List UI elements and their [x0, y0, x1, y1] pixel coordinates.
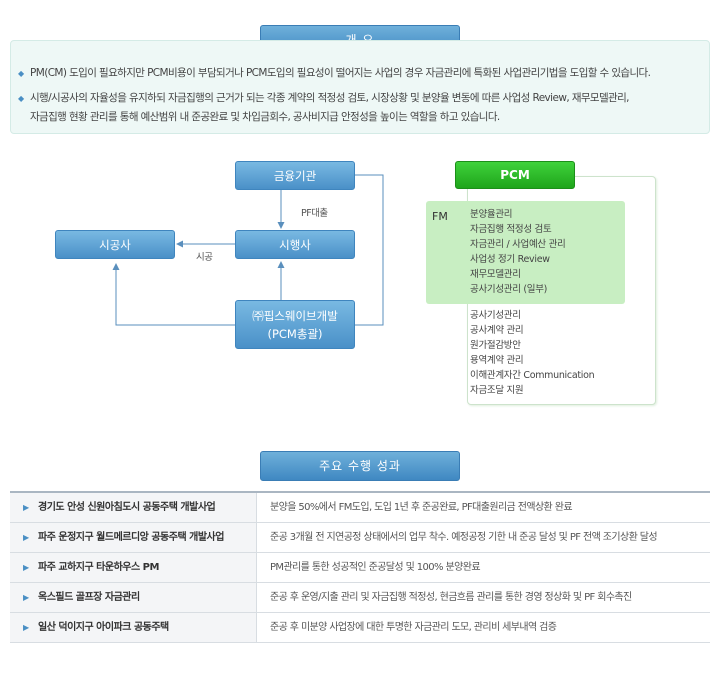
fm-item: 공사기성관리 (일부) [470, 284, 548, 296]
arrow-icon: ▶ [23, 623, 29, 632]
overview-item-2: 시행/시공사의 자율성을 유지하되 자금집행의 근거가 되는 각종 계약의 적정… [30, 92, 630, 104]
edge-label-pf: PF대출 [301, 208, 328, 219]
results-table: ▶ 경기도 안성 신원아침도시 공동주택 개발사업 분양을 50%에서 FM도입… [10, 491, 710, 643]
pcm-title: PCM [455, 161, 575, 189]
pcm-item: 공사계약 관리 [470, 325, 524, 337]
node-company: ㈜핍스웨이브개발 (PCM총괄) [235, 300, 355, 349]
edge-label-construct: 시공 [196, 252, 213, 263]
fm-label: FM [432, 210, 448, 223]
column-divider [256, 613, 257, 642]
arrow-icon: ▶ [23, 563, 29, 572]
fm-item: 재무모델관리 [470, 269, 521, 281]
fm-item: 사업성 정기 Review [470, 254, 550, 266]
pcm-item: 용역계약 관리 [470, 355, 524, 367]
project-result: 분양을 50%에서 FM도입, 도입 1년 후 준공완료, PF대출원리금 전액… [270, 502, 573, 513]
fm-area [426, 201, 625, 304]
pcm-item: 원가절감방안 [470, 340, 521, 352]
project-result: 준공 3개월 전 지연공정 상태에서의 업무 착수. 예정공정 기한 내 준공 … [270, 532, 658, 543]
bullet-icon: ◆ [18, 94, 25, 103]
project-name-text: 파주 교하지구 타운하우스 PM [38, 562, 159, 573]
arrow-icon: ▶ [23, 503, 29, 512]
table-row: ▶ 일산 덕이지구 아이파크 공동주택 준공 후 미분양 사업장에 대한 투명한… [10, 613, 710, 643]
node-contractor: 시공사 [55, 230, 175, 259]
project-result: 준공 후 운영/지출 관리 및 자금집행 적정성, 현금흐름 관리를 통한 경영… [270, 592, 632, 603]
node-finance: 금융기관 [235, 161, 355, 190]
company-name: ㈜핍스웨이브개발 [252, 309, 338, 323]
project-name: ▶ 파주 운정지구 월드메르디앙 공동주택 개발사업 [10, 523, 256, 552]
project-result: PM관리를 통한 성공적인 준공달성 및 100% 분양완료 [270, 562, 481, 573]
pcm-item: 이해관계자간 Communication [470, 370, 595, 382]
table-row: ▶ 옥스필드 골프장 자금관리 준공 후 운영/지출 관리 및 자금집행 적정성… [10, 583, 710, 613]
table-row: ▶ 경기도 안성 신원아침도시 공동주택 개발사업 분양을 50%에서 FM도입… [10, 493, 710, 523]
overview-item-1: PM(CM) 도입이 필요하지만 PCM비용이 부담되거나 PCM도입의 필요성… [30, 67, 651, 79]
bullet-icon: ◆ [18, 69, 25, 78]
project-name-text: 일산 덕이지구 아이파크 공동주택 [38, 622, 169, 633]
project-name-text: 옥스필드 골프장 자금관리 [38, 592, 140, 603]
fm-item: 자금관리 / 사업예산 관리 [470, 239, 566, 251]
project-name: ▶ 옥스필드 골프장 자금관리 [10, 583, 256, 612]
project-name: ▶ 일산 덕이지구 아이파크 공동주택 [10, 613, 256, 642]
column-divider [256, 553, 257, 582]
fm-item-list: 분양율관리 자금집행 적정성 검토 자금관리 / 사업예산 관리 사업성 정기 … [470, 207, 566, 298]
pcm-item: 자금조달 지원 [470, 385, 524, 397]
company-contractor-arrow [112, 263, 236, 326]
overview-item-2-cont: 자금집행 현황 관리를 통해 예산범위 내 준공완료 및 차입금회수, 공사비지… [30, 111, 500, 123]
column-divider [256, 583, 257, 612]
column-divider [256, 523, 257, 552]
overview-panel [10, 40, 710, 134]
table-row: ▶ 파주 운정지구 월드메르디앙 공동주택 개발사업 준공 3개월 전 지연공정… [10, 523, 710, 553]
fm-item: 분양율관리 [470, 209, 513, 220]
project-name: ▶ 경기도 안성 신원아침도시 공동주택 개발사업 [10, 493, 256, 522]
node-developer: 시행사 [235, 230, 355, 259]
arrow-icon: ▶ [23, 593, 29, 602]
project-name: ▶ 파주 교하지구 타운하우스 PM [10, 553, 256, 582]
fm-item: 자금집행 적정성 검토 [470, 224, 552, 236]
results-title: 주요 수행 성과 [260, 451, 460, 481]
column-divider [256, 493, 257, 522]
pcm-item: 공사기성관리 [470, 310, 521, 321]
project-result: 준공 후 미분양 사업장에 대한 투명한 자금관리 도모, 관리비 세부내역 검… [270, 622, 557, 633]
project-name-text: 파주 운정지구 월드메르디앙 공동주택 개발사업 [38, 532, 224, 543]
arrow-icon: ▶ [23, 533, 29, 542]
table-row: ▶ 파주 교하지구 타운하우스 PM PM관리를 통한 성공적인 준공달성 및 … [10, 553, 710, 583]
pcm-item-list: 공사기성관리 공사계약 관리 원가절감방안 용역계약 관리 이해관계자간 Com… [470, 308, 595, 399]
project-name-text: 경기도 안성 신원아침도시 공동주택 개발사업 [38, 502, 216, 513]
company-role: (PCM총괄) [267, 327, 323, 341]
